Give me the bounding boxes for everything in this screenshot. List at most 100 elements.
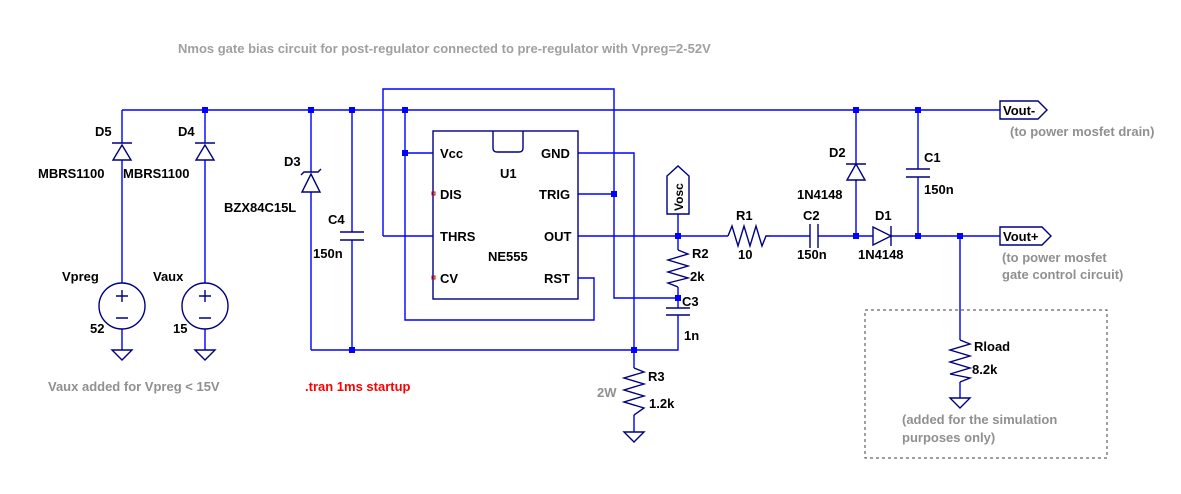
vout-plus-note-line2: gate control circuit)	[1002, 267, 1123, 282]
vaux-polarity-marks	[199, 290, 211, 319]
resistor-rload[interactable]: Rload 8.2k	[947, 339, 1010, 409]
pin-gnd-label: GND	[541, 146, 570, 161]
resistor-r2[interactable]: R2 2k	[665, 246, 709, 288]
junctions	[202, 107, 963, 353]
diode-d4[interactable]: D4 MBRS1100	[123, 124, 216, 181]
pin-rst-label: RST	[544, 271, 570, 286]
diode-d4-symbol	[194, 142, 216, 161]
diode-d5-symbol	[111, 142, 133, 161]
d4-ref-label: D4	[178, 124, 195, 139]
resistor-r3-symbol	[621, 367, 647, 416]
capacitor-c1-symbol	[906, 168, 930, 178]
vpreg-source-circle	[98, 282, 146, 330]
gnd-pin-wire	[578, 152, 635, 368]
net-flag-vout-plus[interactable]: Vout+ (to power mosfet gate control circ…	[999, 226, 1123, 282]
junction-dot	[853, 107, 859, 113]
capacitor-c2-symbol	[809, 224, 819, 248]
diode-d2-symbol	[845, 162, 867, 182]
c1-value-label: 150n	[924, 182, 954, 197]
rload-value-label: 8.2k	[972, 362, 998, 377]
r3-value-label: 1.2k	[649, 396, 675, 411]
vcc-rst-wire	[404, 110, 595, 321]
simulation-note-line1: (added for the simulation	[902, 412, 1057, 427]
junction-dot	[631, 347, 637, 353]
net-flag-vout-minus[interactable]: Vout- (to power mosfet drain)	[999, 100, 1154, 139]
d2-ref-label: D2	[829, 145, 846, 160]
simulation-note-line2: purposes only)	[902, 430, 995, 445]
ne555-body	[432, 130, 579, 300]
pin-vcc-label: Vcc	[440, 146, 463, 161]
source-ground-wire	[121, 329, 206, 350]
voltage-source-vaux[interactable]: Vaux 15	[153, 269, 229, 361]
d1-ref-label: D1	[875, 208, 892, 223]
ic-u1-ne555[interactable]: U1 NE555 Vcc DIS THRS CV GND TRIG OUT RS…	[431, 130, 579, 300]
simulation-only-box	[864, 309, 1108, 459]
capacitor-c4-symbol	[340, 231, 364, 241]
vout-plus-note-line1: (to power mosfet	[1002, 250, 1107, 265]
vpreg-ref-label: Vpreg	[62, 269, 99, 284]
ground-icon	[193, 349, 217, 361]
d1-value-label: 1N4148	[858, 247, 904, 262]
ne555-notch	[492, 131, 524, 153]
diode-d2[interactable]: D2 1N4148	[797, 145, 867, 202]
r1-ref-label: R1	[736, 208, 753, 223]
zener-d3[interactable]: D3 BZX84C15L	[224, 154, 322, 215]
c3-ref-label: C3	[682, 294, 699, 309]
capacitor-c4[interactable]: C4 150n	[313, 212, 364, 261]
capacitor-c2[interactable]: C2 150n	[797, 208, 827, 262]
resistor-r1-symbol	[727, 223, 770, 249]
junction-dot	[611, 191, 617, 197]
r1-value-label: 10	[738, 247, 752, 262]
vout-plus-flag-shape	[999, 226, 1052, 246]
vaux-ref-label: Vaux	[153, 269, 184, 284]
r3-ref-label: R3	[648, 369, 665, 384]
junction-dot	[349, 107, 355, 113]
vpreg-value-label: 52	[90, 321, 104, 336]
d3-value-label: BZX84C15L	[224, 200, 296, 215]
junction-dot	[957, 233, 963, 239]
vout-minus-flag-shape	[999, 100, 1048, 120]
r3-power-label: 2W	[597, 385, 617, 400]
schematic-title: Nmos gate bias circuit for post-regulato…	[178, 41, 711, 56]
junction-dot	[915, 233, 921, 239]
c3-value-label: 1n	[684, 328, 699, 343]
capacitor-c1[interactable]: C1 150n	[906, 150, 954, 197]
diode-d1[interactable]: D1 1N4148	[858, 208, 904, 262]
pin-dis-marker	[431, 191, 436, 196]
vout-minus-label: Vout-	[1003, 103, 1035, 118]
zener-d3-symbol	[300, 168, 322, 193]
voltage-source-vpreg[interactable]: Vpreg 52	[62, 269, 146, 361]
capacitor-c3-symbol	[666, 307, 690, 316]
c2-ref-label: C2	[803, 208, 820, 223]
vout-minus-note: (to power mosfet drain)	[1010, 124, 1154, 139]
d2-value-label: 1N4148	[797, 187, 843, 202]
ground-icon	[948, 397, 972, 409]
resistor-r3[interactable]: R3 1.2k 2W	[597, 367, 675, 443]
d4-value-label: MBRS1100	[123, 166, 189, 181]
vpreg-polarity-marks	[116, 290, 128, 319]
capacitor-c3[interactable]: C3 1n	[666, 294, 699, 343]
r2-value-label: 2k	[690, 269, 705, 284]
c4-ref-label: C4	[328, 212, 345, 227]
pin-cv-label: CV	[440, 271, 458, 286]
pin-trig-label: TRIG	[539, 187, 570, 202]
vaux-note: Vaux added for Vpreg < 15V	[48, 379, 220, 394]
resistor-r1[interactable]: R1 10	[727, 208, 770, 262]
vaux-source-circle	[181, 282, 229, 330]
rload-ref-label: Rload	[974, 339, 1010, 354]
ground-icon	[110, 349, 134, 361]
junction-dot	[202, 107, 208, 113]
spice-directive[interactable]: .tran 1ms startup	[305, 379, 411, 394]
pin-out-label: OUT	[544, 229, 572, 244]
d5-ref-label: D5	[95, 124, 112, 139]
diode-d5[interactable]: D5 MBRS1100	[38, 124, 133, 181]
net-flag-vosc[interactable]: Vosc	[666, 165, 690, 215]
c1-ref-label: C1	[924, 150, 941, 165]
c4-value-label: 150n	[313, 246, 343, 261]
u1-value-label: NE555	[488, 249, 528, 264]
pin-cv-marker	[431, 275, 436, 280]
d3-ref-label: D3	[284, 154, 301, 169]
junction-dot	[675, 233, 681, 239]
resistor-rload-symbol	[947, 339, 973, 383]
vout-plus-label: Vout+	[1003, 229, 1039, 244]
